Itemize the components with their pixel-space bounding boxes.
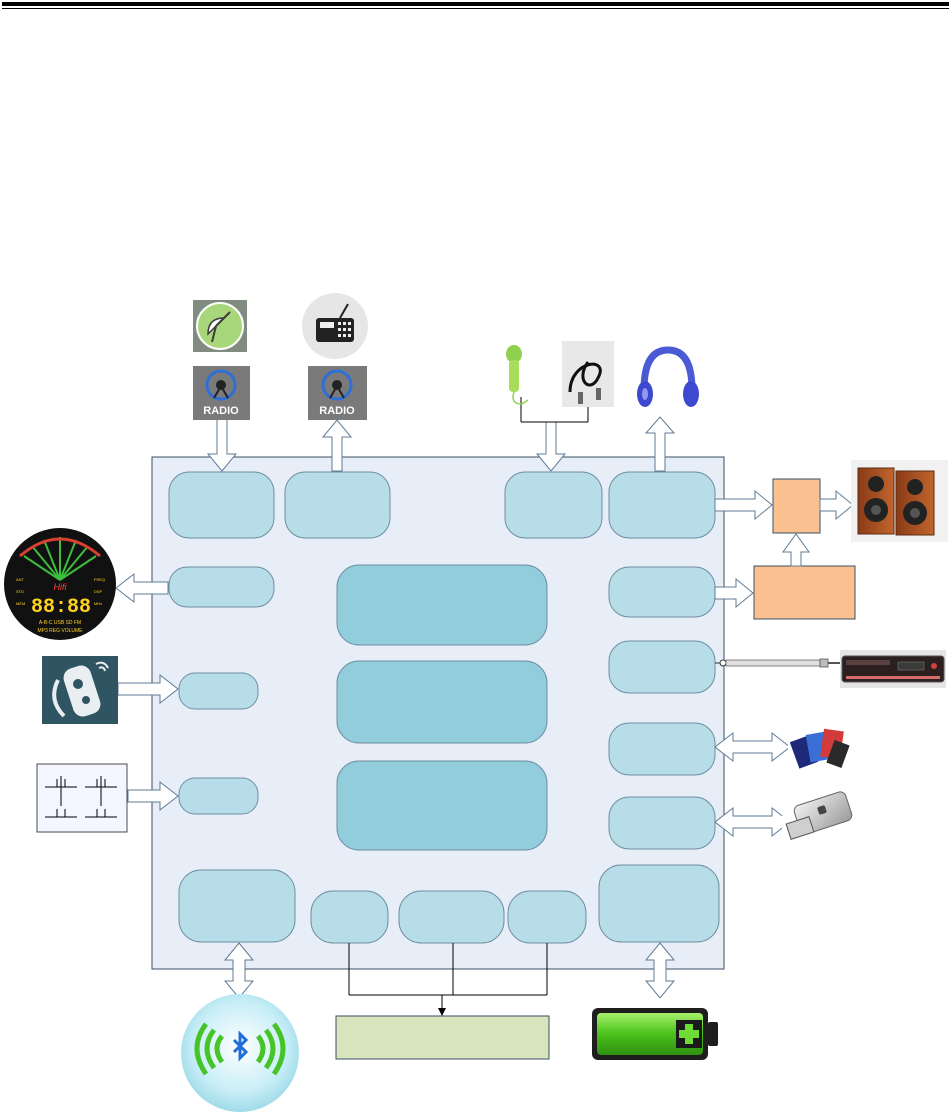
header-rule-thin [2,8,949,9]
core-block-1 [336,564,548,646]
amp-block [772,478,821,534]
module-ir-receiver [178,672,259,710]
display-side-left-2: STD [16,589,24,594]
module-radio-out [284,471,391,539]
satellite-antenna-icon [193,300,247,352]
arrow-to-display [115,572,169,604]
module-spdif [608,640,716,694]
display-side-right-3: MHz [94,601,102,606]
radio-in-icon: RADIO [193,366,250,420]
microphone-icon [506,345,529,405]
core-block-3 [336,760,548,851]
module-bus-b [398,890,505,944]
core-block-2 [336,660,548,744]
bluetooth-icon [181,994,299,1112]
display-side-right-2: DSP [94,589,103,594]
bus-lines [348,943,548,1016]
arrow-audio-in [535,421,567,472]
header-rule-thick [2,2,949,6]
arrow-to-amp [714,489,773,521]
arrow-to-speakers [819,489,854,521]
memory-cards-icon [788,718,851,782]
battery-charging-icon [584,998,726,1069]
display-brand: Hifi [54,582,68,592]
radio-receiver-icon [302,293,368,359]
arrow-from-remote [117,673,179,705]
display-side-right-1: FREQ [94,577,105,582]
radio-out-label: RADIO [319,405,355,417]
arrow-from-keys [127,780,179,812]
led-display-icon: Hifi 88:88 A-B-C USB SD FM MP3 REG VOLUM… [4,528,116,640]
module-headphone-out [608,471,716,539]
module-card-reader [608,722,716,776]
spdif-cable [715,658,840,668]
module-bus-a [310,890,389,944]
remote-control-icon [42,656,118,724]
module-radio-in [168,471,275,539]
module-power-management [598,864,720,943]
module-bus-c [507,890,587,944]
input-merge-lines [520,397,589,423]
display-side-left-1: ANT [16,577,25,582]
module-bluetooth [178,869,296,943]
radio-in-label: RADIO [203,405,239,417]
radio-out-icon: RADIO [308,366,367,420]
amp-driver-block [753,565,856,620]
key-matrix-icon [36,763,128,833]
display-digits: 88:88 [31,596,91,619]
arrow-headphone-out [644,416,676,472]
module-line-out [608,566,716,618]
audio-cable-icon [562,341,614,407]
arrow-radio-out [321,419,353,472]
display-bottom-row: MP3 REG VOLUME [37,628,83,634]
arrow-usb-bidir [714,806,791,838]
module-usb-host [608,796,716,850]
usb-drive-icon [782,787,860,854]
module-display-driver [168,566,275,608]
arrow-line-out [714,577,754,609]
arrow-card-bidir [714,731,791,763]
bus-target-block [335,1015,550,1060]
headphones-icon [632,342,704,414]
dvd-player-icon [840,650,946,688]
module-key-scan [178,777,259,815]
module-audio-in [504,471,603,539]
display-mode-row: A-B-C USB SD FM [39,620,81,626]
arrow-driver-to-amp [782,533,810,567]
display-side-left-3: MEM [16,601,25,606]
speakers-icon [851,460,948,542]
arrow-radio-in [206,417,238,472]
